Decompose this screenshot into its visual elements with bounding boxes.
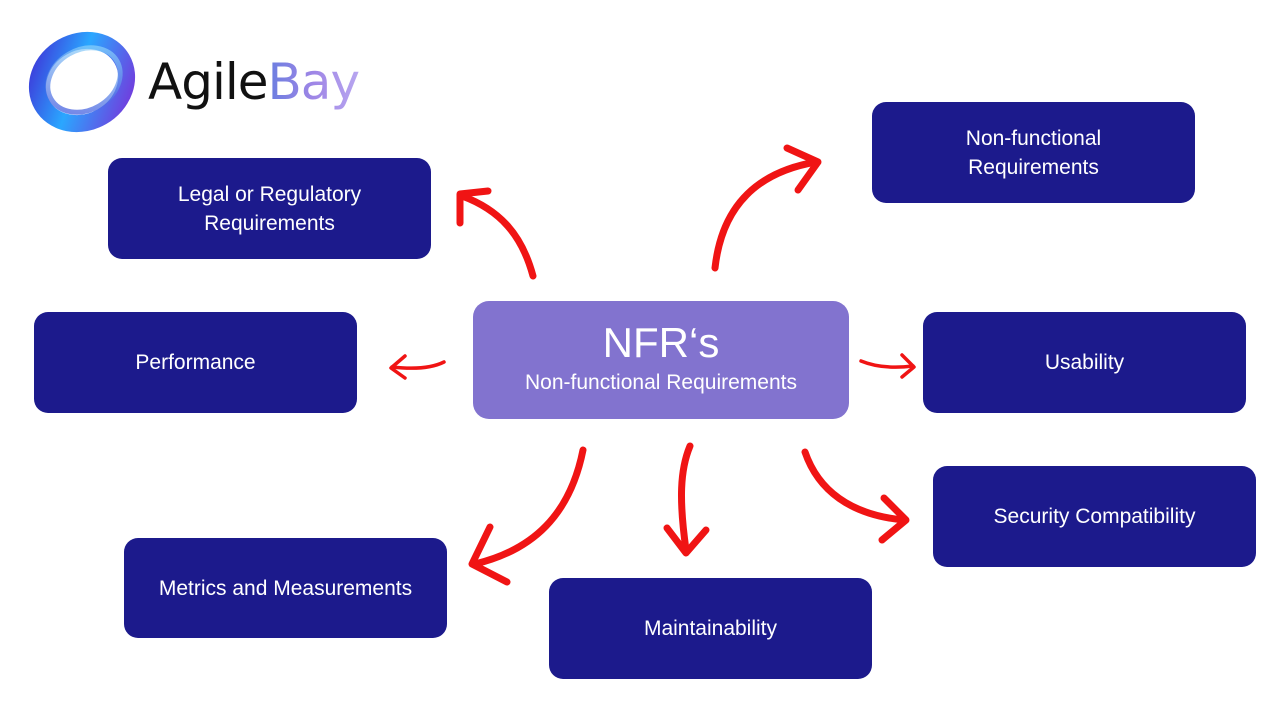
center-title: NFR‘s xyxy=(602,319,720,366)
logo-text-agile: Agile xyxy=(148,53,268,111)
arrow-to-usability xyxy=(859,353,916,379)
arrow-to-maintainability xyxy=(663,442,710,557)
arrow-to-legal xyxy=(456,187,537,280)
box-metrics-measurements: Metrics and Measurements xyxy=(124,538,447,638)
center-subtitle: Non-functional Requirements xyxy=(525,371,797,394)
box-performance: Performance xyxy=(34,312,357,413)
logo-text-bay: Bay xyxy=(267,53,361,111)
arrow-to-performance xyxy=(389,354,446,380)
arrow-to-metrics xyxy=(468,446,587,586)
ring-logo-icon xyxy=(28,31,136,133)
box-usability: Usability xyxy=(923,312,1246,413)
box-legal-regulatory: Legal or Regulatory Requirements xyxy=(108,158,431,259)
box-non-functional: Non-functional Requirements xyxy=(872,102,1195,203)
arrow-to-nonfunctional xyxy=(711,144,822,272)
nfr-center-node: NFR‘s Non-functional Requirements xyxy=(473,301,849,419)
agilebay-logo: AgileBay xyxy=(28,30,368,134)
arrow-to-security xyxy=(801,448,910,544)
box-maintainability: Maintainability xyxy=(549,578,872,679)
box-security-compatibility: Security Compatibility xyxy=(933,466,1256,567)
logo-wordmark: AgileBay xyxy=(148,52,361,112)
